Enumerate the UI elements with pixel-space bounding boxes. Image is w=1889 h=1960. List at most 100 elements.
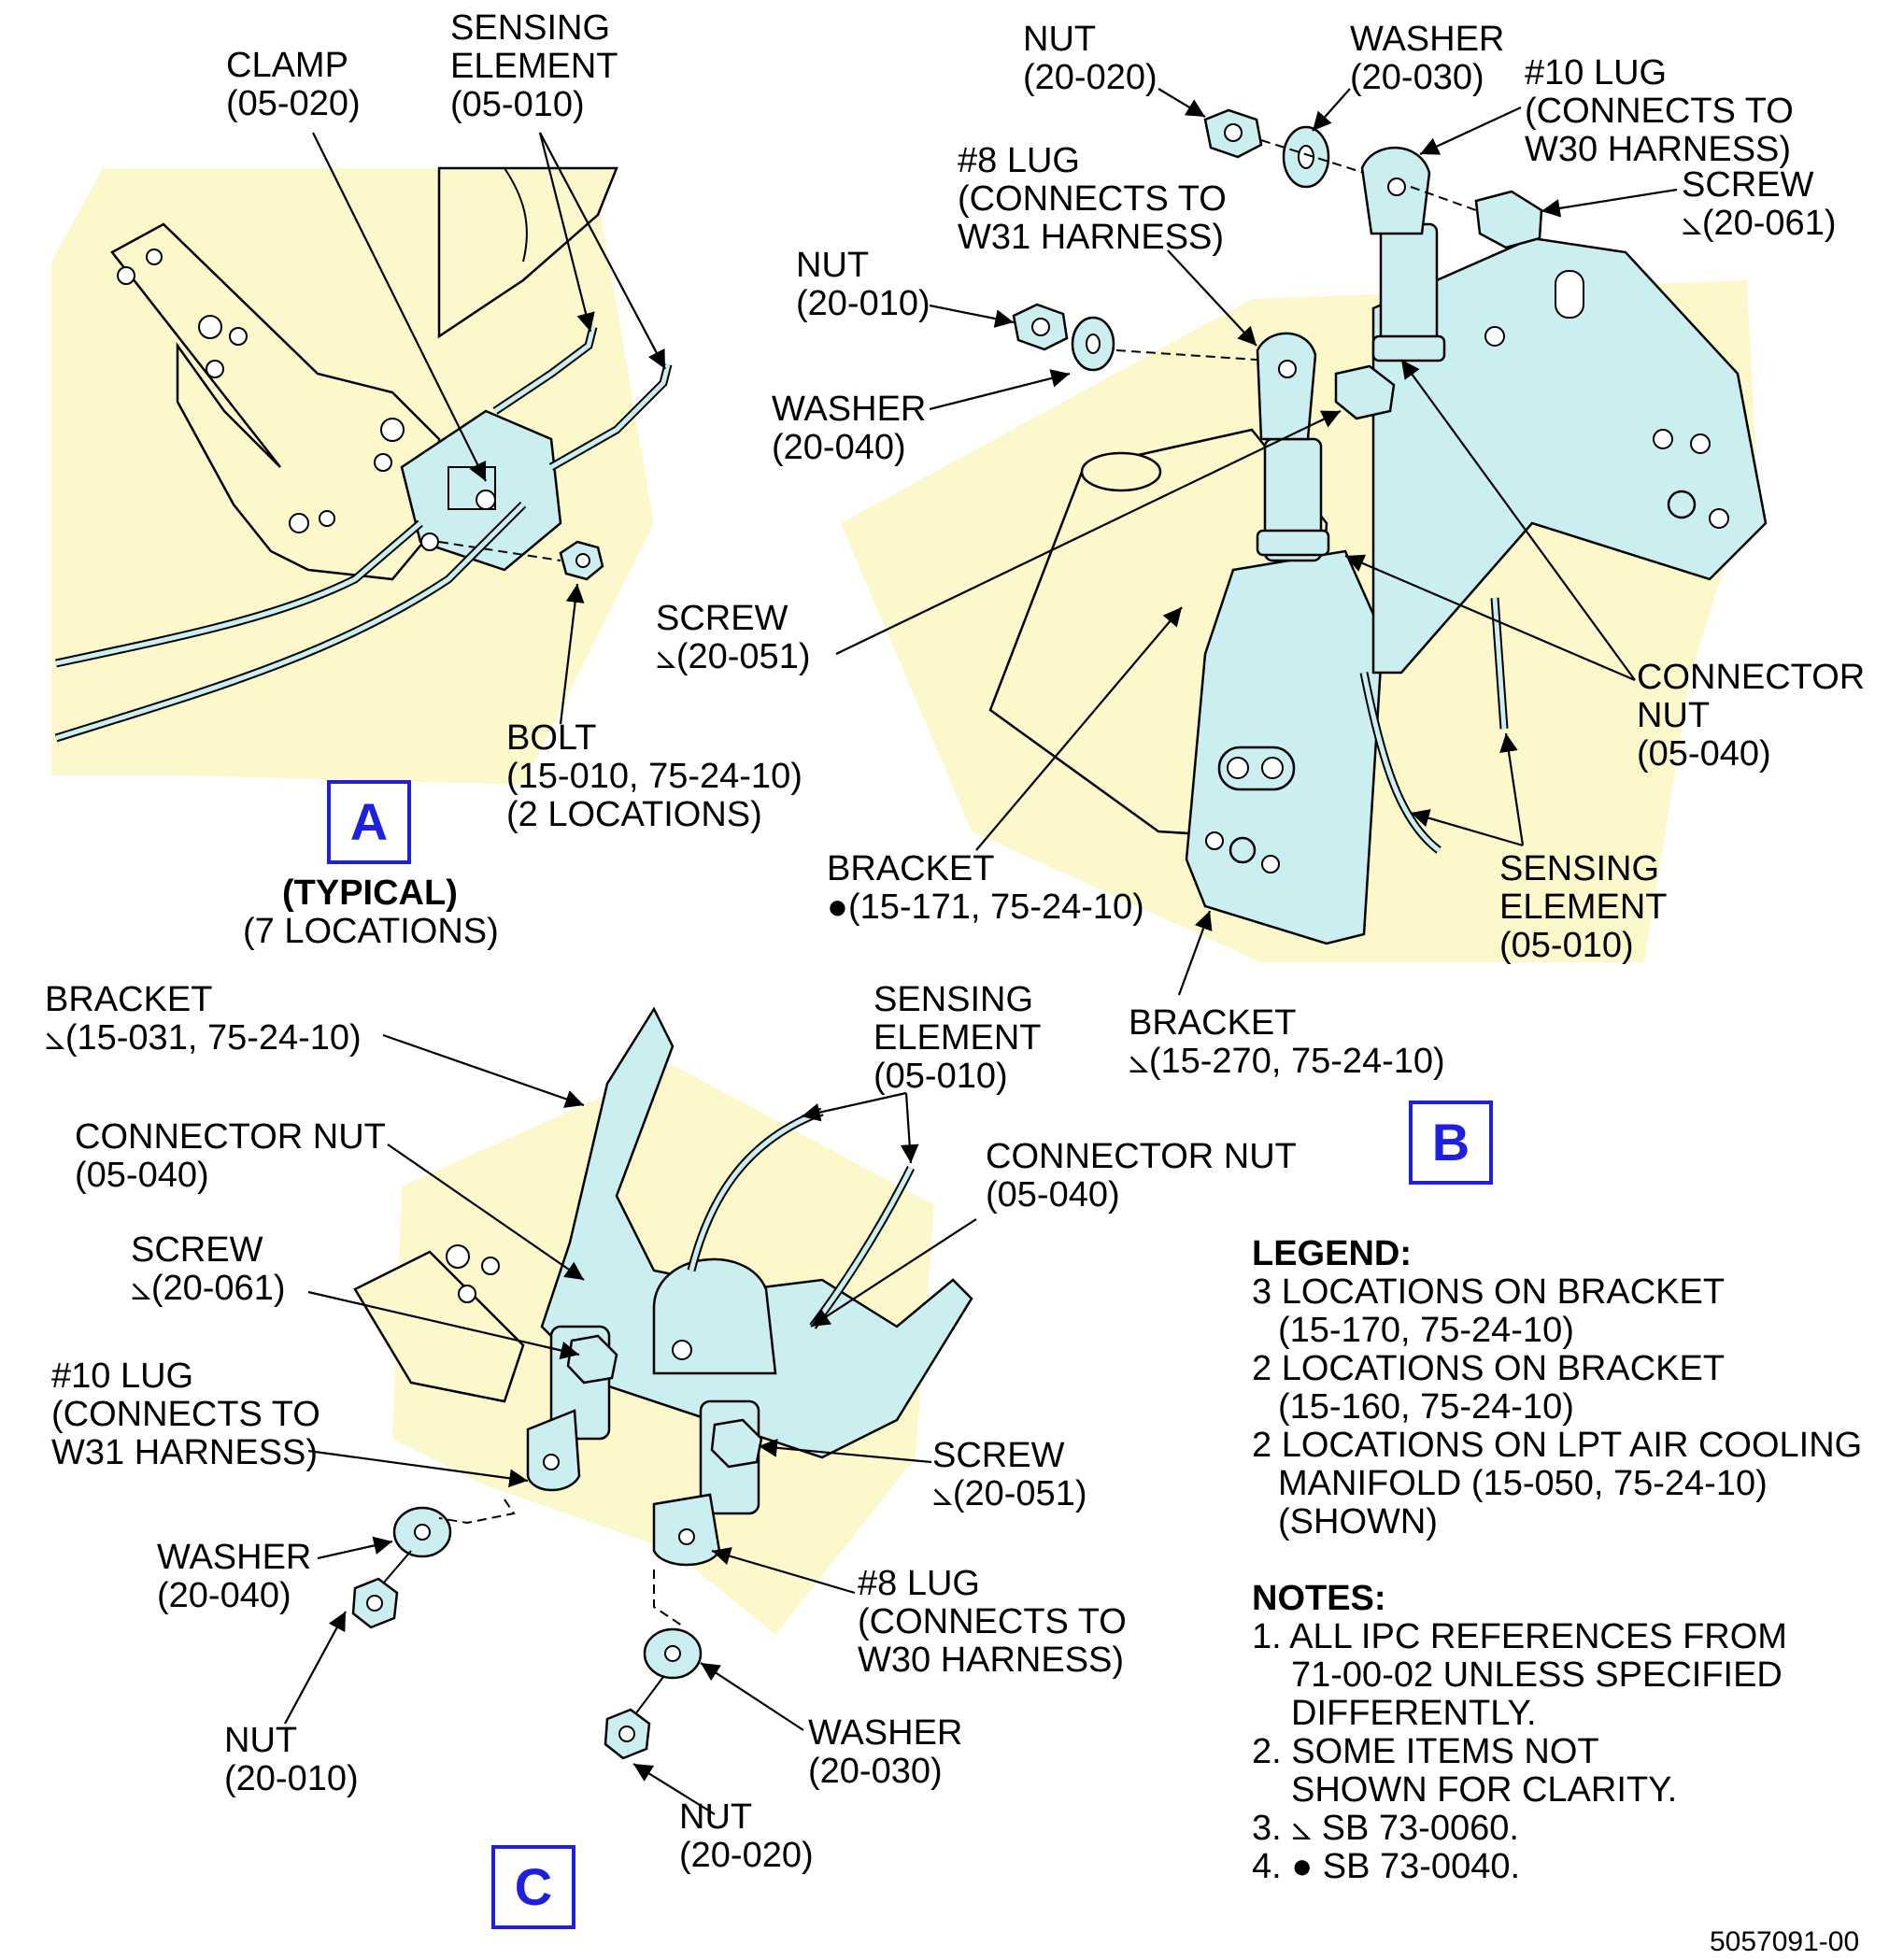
view-c-screw-20-061 xyxy=(566,1334,618,1385)
c-sensing-label-line: SENSING xyxy=(873,980,1034,1019)
b-bracket-15-171-label-line: ●(15-171, 75-24-10) xyxy=(827,888,1144,927)
a-clamp-label-line: (05-020) xyxy=(226,84,361,123)
view-c-screw-20-051 xyxy=(710,1418,763,1469)
a-sensing-label-line: SENSING xyxy=(450,8,611,48)
c-bracket-15-031-label: BRACKET⦣(15-031, 75-24-10) xyxy=(45,981,362,1058)
view-b-tag: B xyxy=(1409,1101,1493,1185)
c-nut-20-020-label-line: (20-020) xyxy=(679,1836,814,1875)
view-b-lug-8 xyxy=(1256,332,1317,441)
c-nut-20-010-label: NUT(20-010) xyxy=(224,1722,359,1798)
b-nut-20-020-label-line: (20-020) xyxy=(1023,58,1158,97)
c-washer-20-040-label: WASHER(20-040) xyxy=(157,1539,311,1615)
a-locations-label: (7 LOCATIONS) xyxy=(243,912,499,951)
c-screw-20-051-label: SCREW⦣(20-051) xyxy=(932,1437,1087,1513)
a-bolt-label-line: (15-010, 75-24-10) xyxy=(506,757,802,796)
a-clamp-label: CLAMP(05-020) xyxy=(226,47,361,123)
c-lug10-label-line: #10 LUG xyxy=(51,1356,194,1396)
b-washer-20-040-label-line: (20-040) xyxy=(772,428,906,467)
view-b-drawing xyxy=(835,88,1768,996)
b-lug10-label-line: W30 HARNESS) xyxy=(1525,130,1792,169)
b-bracket-15-270-label: BRACKET⦣(15-270, 75-24-10) xyxy=(1129,1004,1445,1081)
b-screw-20-061-label-line: SCREW xyxy=(1682,165,1814,205)
b-sensing-label-line: ELEMENT xyxy=(1499,888,1668,927)
b-washer-20-040-label-line: WASHER xyxy=(772,390,927,429)
b-bracket-15-171-label-line: BRACKET xyxy=(827,849,995,888)
c-connector-nut-left-label: CONNECTOR NUT(05-040) xyxy=(75,1118,386,1195)
a-bolt-label-line: BOLT xyxy=(506,718,597,758)
legend-title: LEGEND: xyxy=(1252,1234,1412,1273)
b-lug8-label-line: W31 HARNESS) xyxy=(958,218,1225,257)
b-sensing-label-line: SENSING xyxy=(1499,849,1660,888)
legend-block: LEGEND: 3 LOCATIONS ON BRACKET(15-170, 7… xyxy=(1252,1235,1862,1886)
view-a-duct xyxy=(437,166,618,339)
view-a-tag: A xyxy=(327,780,411,864)
notes-title: NOTES: xyxy=(1252,1579,1386,1618)
c-nut-20-020-label: NUT(20-020) xyxy=(679,1798,814,1875)
c-screw-20-051-label-line: SCREW xyxy=(932,1436,1065,1475)
a-bolt-label: BOLT(15-010, 75-24-10)(2 LOCATIONS) xyxy=(506,719,802,834)
c-lug8-label-line: W30 HARNESS) xyxy=(858,1640,1125,1680)
b-lug10-label-line: #10 LUG xyxy=(1525,53,1668,92)
b-nut-20-020-label-line: NUT xyxy=(1023,20,1097,59)
c-lug8-label-line: #8 LUG xyxy=(858,1564,980,1603)
a-typical-label: (TYPICAL) xyxy=(282,873,458,913)
b-washer-20-030-label: WASHER(20-030) xyxy=(1350,21,1504,97)
legend-item: 2 LOCATIONS ON BRACKET(15-160, 75-24-10) xyxy=(1252,1349,1726,1427)
b-washer-20-040-label: WASHER(20-040) xyxy=(772,391,926,467)
b-bracket-15-171-label: BRACKET●(15-171, 75-24-10) xyxy=(827,850,1144,927)
c-connector-nut-right-label-line: (05-040) xyxy=(986,1175,1120,1214)
b-connector-nut-label-line: NUT xyxy=(1637,696,1711,735)
c-washer-20-040-label-line: (20-040) xyxy=(157,1576,291,1615)
c-connector-nut-right-label: CONNECTOR NUT(05-040) xyxy=(986,1138,1297,1214)
b-screw-20-061-label-line: ⦣(20-061) xyxy=(1682,204,1837,243)
b-lug8-label-line: #8 LUG xyxy=(958,141,1080,180)
a-sensing-label-line: (05-010) xyxy=(450,85,585,124)
view-a-hole xyxy=(117,266,135,285)
c-lug10-label-line: W31 HARNESS) xyxy=(51,1433,319,1472)
c-connector-nut-left-label-line: (05-040) xyxy=(75,1156,209,1195)
view-a-drawing xyxy=(51,132,673,785)
c-washer-20-030-label-line: WASHER xyxy=(808,1713,963,1753)
c-washer-20-030-label: WASHER(20-030) xyxy=(808,1714,962,1791)
c-sensing-label-line: (05-010) xyxy=(873,1057,1008,1096)
c-bracket-15-031-label-line: ⦣(15-031, 75-24-10) xyxy=(45,1018,362,1058)
b-connector-nut-label-line: CONNECTOR xyxy=(1637,658,1866,697)
view-a-bracket xyxy=(110,222,441,581)
a-bolt-label-line: (2 LOCATIONS) xyxy=(506,795,762,834)
c-nut-20-010-label-line: (20-010) xyxy=(224,1759,359,1798)
note-item: 4. ● SB 73-0040. xyxy=(1252,1847,1521,1886)
c-nut-20-010-label-line: NUT xyxy=(224,1721,298,1760)
b-screw-20-051-label: SCREW⦣(20-051) xyxy=(656,600,810,676)
view-c-tag: C xyxy=(491,1845,575,1929)
b-nut-20-010-label-line: (20-010) xyxy=(796,284,930,323)
b-washer-20-030-label-line: (20-030) xyxy=(1350,58,1484,97)
c-screw-20-061-label: SCREW⦣(20-061) xyxy=(131,1231,285,1308)
c-bracket-15-031-label-line: BRACKET xyxy=(45,980,213,1019)
c-nut-20-020-label-line: NUT xyxy=(679,1797,753,1837)
c-screw-20-061-label-line: ⦣(20-061) xyxy=(131,1269,286,1308)
c-screw-20-061-label-line: SCREW xyxy=(131,1230,263,1270)
document-number: 5057091-00 xyxy=(1710,1926,1860,1957)
c-lug10-label-line: (CONNECTS TO xyxy=(51,1395,320,1434)
c-washer-20-040-label-line: WASHER xyxy=(157,1538,312,1577)
b-lug10-label-line: (CONNECTS TO xyxy=(1525,92,1794,131)
legend-item: 3 LOCATIONS ON BRACKET(15-170, 75-24-10) xyxy=(1252,1272,1726,1350)
view-c-drawing xyxy=(284,1006,977,1815)
c-connector-nut-left-label-line: CONNECTOR NUT xyxy=(75,1117,386,1157)
b-connector-nut-label-line: (05-040) xyxy=(1637,734,1771,774)
b-lug8-label-line: (CONNECTS TO xyxy=(958,179,1227,219)
b-nut-20-010-label: NUT(20-010) xyxy=(796,247,930,323)
c-screw-20-051-label-line: ⦣(20-051) xyxy=(932,1474,1087,1513)
c-lug8-label-line: (CONNECTS TO xyxy=(858,1602,1127,1641)
b-bracket-15-270-label-line: BRACKET xyxy=(1129,1003,1297,1043)
note-item: 3. ⦣ SB 73-0060. xyxy=(1252,1809,1519,1848)
